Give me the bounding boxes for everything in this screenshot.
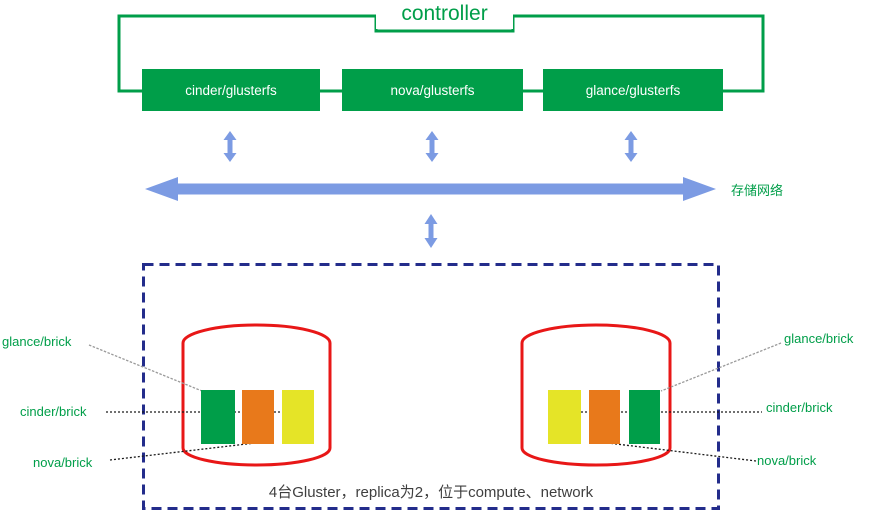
cluster-network-arrow-icon	[424, 214, 438, 248]
glance-glusterfs-label: glance/glusterfs	[585, 82, 681, 98]
cluster-caption: 4台Gluster，replica为2，位于compute、network	[268, 484, 594, 501]
right-cinder-brick-label: cinder/brick	[766, 400, 833, 415]
left-node-nova-brick-bar	[242, 390, 274, 444]
left-nova-brick-label: nova/brick	[33, 455, 93, 470]
left-node-cinder-brick-bar	[282, 390, 314, 444]
right-node-nova-brick-bar	[589, 390, 620, 444]
cinder-network-arrow-icon	[223, 131, 237, 162]
left-gluster-node-cylinder	[181, 323, 332, 467]
storage-network-arrow	[145, 177, 716, 201]
right-nova-leader-line	[607, 442, 757, 462]
nova-network-arrow-icon	[425, 131, 439, 162]
glance-glusterfs-box: glance/glusterfs	[543, 69, 723, 111]
left-cinder-brick-label: cinder/brick	[20, 404, 87, 419]
right-node-glance-brick-bar	[629, 390, 660, 444]
right-glance-brick-label: glance/brick	[784, 331, 854, 346]
left-glance-leader-line	[88, 344, 203, 392]
left-node-glance-brick-bar	[201, 390, 235, 444]
glance-network-arrow-icon	[624, 131, 638, 162]
right-gluster-node-cylinder	[520, 323, 672, 467]
controller-title: controller	[376, 1, 513, 29]
gluster-cluster-boundary	[142, 263, 720, 510]
nova-glusterfs-box: nova/glusterfs	[342, 69, 523, 111]
cinder-glusterfs-box: cinder/glusterfs	[142, 69, 320, 111]
controller-bracket-outline	[117, 14, 765, 93]
storage-network-label: 存储网络	[731, 183, 784, 198]
nova-glusterfs-label: nova/glusterfs	[390, 82, 475, 98]
right-nova-brick-label: nova/brick	[757, 453, 817, 468]
cinder-glusterfs-label: cinder/glusterfs	[185, 82, 277, 98]
left-glance-brick-label: glance/brick	[2, 334, 72, 349]
left-nova-leader-line	[109, 442, 256, 461]
right-glance-leader-line	[660, 342, 782, 392]
right-node-cinder-brick-bar	[548, 390, 581, 444]
